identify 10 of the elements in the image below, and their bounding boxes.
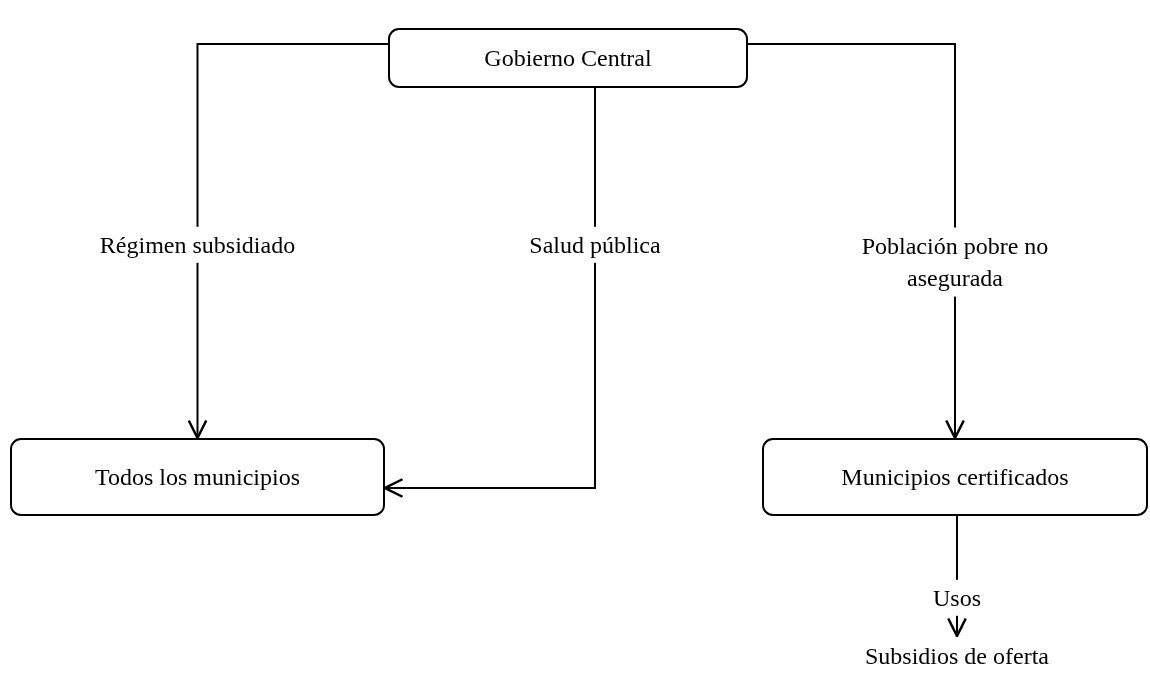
connector-arrow [187, 43, 389, 440]
process-box [388, 28, 748, 88]
process-box [762, 438, 1148, 516]
process-box [10, 438, 385, 516]
outcome-text: Subsidios de oferta [840, 636, 1074, 676]
box-label: Todos los municipios [95, 463, 300, 491]
box-label: Gobierno Central [484, 44, 652, 72]
connector-arrow [747, 43, 965, 440]
connector-arrow [383, 87, 596, 498]
box-label: Municipios certificados [841, 463, 1069, 491]
